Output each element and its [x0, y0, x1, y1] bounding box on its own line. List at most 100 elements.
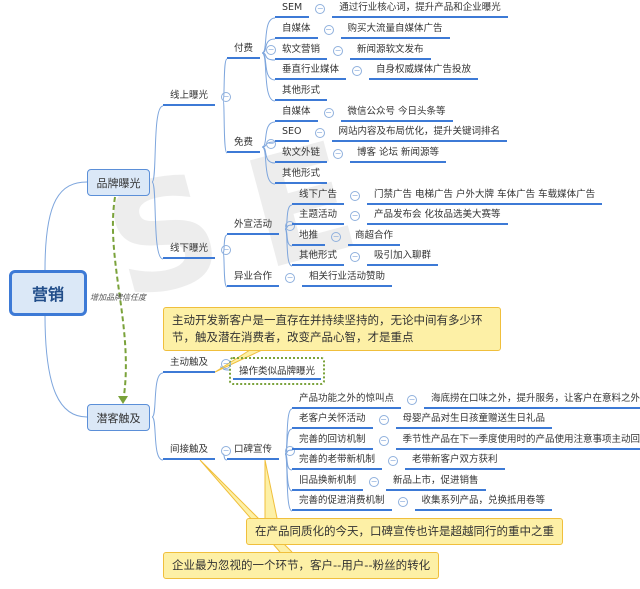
node-promo-label[interactable]: 外宣活动 — [227, 219, 280, 235]
collapse-icon[interactable]: − — [369, 477, 380, 487]
collapse-icon[interactable]: − — [314, 128, 325, 138]
collapse-icon[interactable]: − — [323, 108, 334, 118]
wom-item: 老客户关怀活动−母婴产品对生日孩童赠送生日礼品 — [292, 413, 553, 429]
node-word-of-mouth: 口碑宣传− — [227, 444, 302, 460]
paid-item-label[interactable]: 软文营销 — [275, 44, 328, 60]
wom-item-label[interactable]: 完善的促进消费机制 — [292, 495, 392, 511]
wom-item-label[interactable]: 完善的老带新机制 — [292, 454, 383, 470]
collapse-icon[interactable]: − — [285, 446, 296, 456]
wom-item: 产品功能之外的惊叫点−海底捞在口味之外，提升服务，让客户在意料之外产生尖叫 — [292, 393, 640, 409]
wom-item-desc[interactable]: 母婴产品对生日孩童赠送生日礼品 — [395, 413, 553, 429]
collapse-icon[interactable]: − — [333, 149, 344, 159]
collapse-icon[interactable]: − — [378, 436, 389, 446]
node-indirect: 间接触及− — [163, 444, 238, 460]
paid-item-label[interactable]: SEM — [275, 2, 310, 18]
wom-item-desc[interactable]: 海底捞在口味之外，提升服务，让客户在意料之外产生尖叫 — [424, 393, 640, 409]
connector — [151, 372, 164, 418]
free-item-desc[interactable]: 博客 论坛 新闻源等 — [350, 147, 447, 163]
paid-item: 垂直行业媒体−自身权威媒体广告投放 — [275, 64, 479, 80]
promo-item-label[interactable]: 其他形式 — [292, 250, 345, 266]
paid-item: 自媒体−购买大流量自媒体广告 — [275, 23, 450, 39]
callout-active[interactable]: 主动开发新客户是一直存在并持续坚持的，无论中间有多少环节，触及潜在消费者，改变产… — [163, 307, 501, 351]
collapse-icon[interactable]: − — [352, 66, 363, 76]
promo-item: 其他形式−吸引加入聊群 — [292, 250, 439, 266]
paid-item-desc[interactable]: 自身权威媒体广告投放 — [369, 64, 479, 80]
topic-brand-exposure[interactable]: 品牌曝光 — [87, 169, 150, 196]
wom-item-desc[interactable]: 老带新客户双方获利 — [405, 454, 505, 470]
paid-item-desc[interactable]: 购买大流量自媒体广告 — [340, 23, 450, 39]
connector — [261, 52, 276, 102]
free-item-label[interactable]: 软文外链 — [275, 147, 328, 163]
node-indirect-label[interactable]: 间接触及 — [163, 444, 216, 460]
collapse-icon[interactable]: − — [315, 4, 326, 14]
connector — [151, 105, 164, 183]
wom-item-label[interactable]: 老客户关怀活动 — [292, 413, 373, 429]
collapse-icon[interactable]: − — [407, 395, 418, 405]
collapse-icon[interactable]: − — [331, 232, 342, 242]
node-online-label[interactable]: 线上曝光 — [163, 90, 216, 106]
wom-item: 旧品换新机制−新品上市，促进销售 — [292, 475, 486, 491]
collapse-icon[interactable]: − — [333, 46, 344, 56]
wom-item-desc[interactable]: 收集系列产品，兑换抵用卷等 — [414, 495, 553, 511]
free-item-label[interactable]: SEO — [275, 126, 309, 142]
node-active: 主动触及− — [163, 357, 238, 373]
promo-item-label[interactable]: 地推 — [292, 230, 326, 246]
collapse-icon[interactable]: − — [266, 139, 277, 149]
arrow-head-icon — [118, 396, 128, 404]
node-crossover-desc[interactable]: 相关行业活动赞助 — [302, 271, 393, 287]
collapse-icon[interactable]: − — [350, 252, 361, 262]
wom-item-label[interactable]: 完善的回访机制 — [292, 434, 373, 450]
free-item: 自媒体−微信公众号 今日头条等 — [275, 106, 453, 122]
collapse-icon[interactable]: − — [285, 273, 296, 283]
collapse-icon[interactable]: − — [221, 92, 232, 102]
relation-arrow — [111, 196, 127, 403]
collapse-icon[interactable]: − — [221, 446, 232, 456]
connector — [284, 453, 293, 512]
paid-item-desc[interactable]: 通过行业核心词，提升产品和企业曝光 — [332, 2, 508, 18]
boundary-box[interactable]: 操作类似品牌曝光 — [229, 357, 325, 385]
node-word-of-mouth-label[interactable]: 口碑宣传 — [227, 444, 280, 460]
wom-item-desc[interactable]: 新品上市，促进销售 — [386, 475, 486, 491]
collapse-icon[interactable]: − — [350, 191, 361, 201]
paid-item-label[interactable]: 其他形式 — [275, 85, 328, 101]
collapse-icon[interactable]: − — [323, 25, 334, 35]
connector — [151, 416, 164, 461]
callout-conversion[interactable]: 企业最为忽视的一个环节，客户--用户--粉丝的转化 — [163, 552, 440, 579]
node-active-label[interactable]: 主动触及 — [163, 357, 216, 373]
paid-item-desc[interactable]: 新闻源软文发布 — [350, 44, 431, 60]
topic-customer-reach[interactable]: 潜客触及 — [87, 404, 150, 431]
paid-item-label[interactable]: 自媒体 — [275, 23, 318, 39]
promo-item: 地推−商超合作 — [292, 230, 401, 246]
callout-word-of-mouth[interactable]: 在产品同质化的今天，口碑宣传也许是超越同行的重中之重 — [246, 518, 563, 545]
free-item-label[interactable]: 其他形式 — [275, 168, 328, 184]
promo-item: 线下广告−门禁广告 电梯广告 户外大牌 车体广告 车载媒体广告 — [292, 189, 603, 205]
collapse-icon[interactable]: − — [285, 221, 296, 231]
node-paid-label[interactable]: 付费 — [227, 43, 261, 59]
collapse-icon[interactable]: − — [221, 359, 232, 369]
node-offline-label[interactable]: 线下曝光 — [163, 243, 216, 259]
promo-item-desc[interactable]: 吸引加入聊群 — [367, 250, 439, 266]
wom-item-label[interactable]: 产品功能之外的惊叫点 — [292, 393, 402, 409]
node-free-label[interactable]: 免费 — [227, 137, 261, 153]
free-item-label[interactable]: 自媒体 — [275, 106, 318, 122]
promo-item-desc[interactable]: 门禁广告 电梯广告 户外大牌 车体广告 车载媒体广告 — [367, 189, 603, 205]
collapse-icon[interactable]: − — [397, 497, 408, 507]
root-topic[interactable]: 营销 — [9, 270, 87, 316]
collapse-icon[interactable]: − — [221, 245, 232, 255]
collapse-icon[interactable]: − — [378, 415, 389, 425]
promo-item-label[interactable]: 线下广告 — [292, 189, 345, 205]
free-item-desc[interactable]: 网站内容及布局优化，提升关键词排名 — [331, 126, 508, 142]
collapse-icon[interactable]: − — [388, 456, 399, 466]
connector — [261, 121, 276, 148]
node-crossover-label[interactable]: 异业合作 — [227, 271, 280, 287]
collapse-icon[interactable]: − — [266, 45, 277, 55]
collapse-icon[interactable]: − — [350, 211, 361, 221]
promo-item-desc[interactable]: 商超合作 — [348, 230, 401, 246]
promo-item-label[interactable]: 主题活动 — [292, 209, 345, 225]
wom-item-label[interactable]: 旧品换新机制 — [292, 475, 364, 491]
promo-item-desc[interactable]: 产品发布会 化妆品选美大赛等 — [367, 209, 508, 225]
free-item-desc[interactable]: 微信公众号 今日头条等 — [340, 106, 453, 122]
wom-item-desc[interactable]: 季节性产品在下一季度使用时的产品使用注意事项主动回访 — [395, 434, 640, 450]
free-item: 其他形式 — [275, 168, 328, 184]
paid-item-label[interactable]: 垂直行业媒体 — [275, 64, 347, 80]
